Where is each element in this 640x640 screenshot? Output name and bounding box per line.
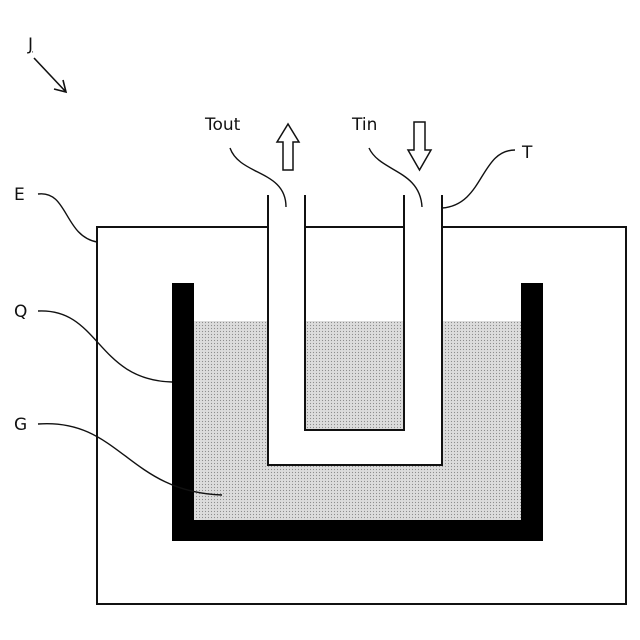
label-q: Q [14, 302, 27, 322]
label-tin: Tin [351, 115, 377, 135]
leader-t [442, 150, 515, 208]
arrow-down-right-icon [34, 58, 66, 92]
arrow-down-icon [408, 122, 431, 170]
leader-q [38, 311, 172, 382]
liquid-region [194, 321, 521, 521]
label-tout: Tout [204, 115, 241, 135]
arrow-up-icon [277, 124, 299, 170]
label-j: J [27, 35, 33, 55]
label-e: E [14, 185, 25, 205]
label-t: T [521, 143, 533, 163]
leader-e [38, 194, 97, 242]
label-g: G [14, 415, 27, 435]
